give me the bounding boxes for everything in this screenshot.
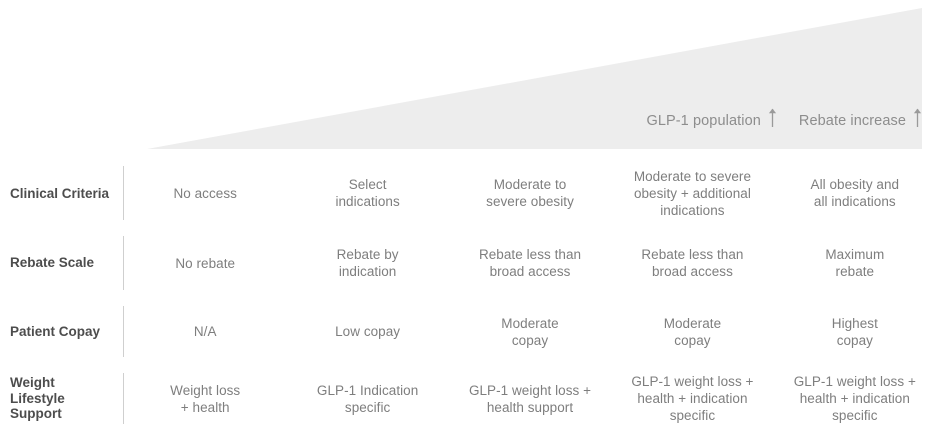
row-divider bbox=[123, 306, 124, 357]
row-cells: Weight loss + health GLP-1 Indication sp… bbox=[124, 365, 936, 432]
arrow-up-icon bbox=[768, 108, 777, 128]
table-cell: Moderate to severe obesity + additional … bbox=[633, 168, 752, 218]
table-cell: Highest copay bbox=[831, 315, 878, 348]
table-cell: GLP-1 Indication specific bbox=[316, 382, 419, 415]
row-label-text: Rebate Scale bbox=[10, 255, 95, 271]
legend-item-rebate-increase: Rebate increase bbox=[799, 105, 922, 129]
table-cell: GLP-1 weight loss + health + indication … bbox=[631, 374, 754, 423]
criteria-table: Clinical Criteria No access Select indic… bbox=[0, 158, 936, 432]
table-row: Rebate Scale No rebate Rebate by indicat… bbox=[0, 228, 936, 298]
legend-label-glp1-population: GLP-1 population bbox=[646, 113, 761, 129]
row-label-text: Weight Lifestyle Support bbox=[10, 375, 65, 422]
table-cell: GLP-1 weight loss + health + indication … bbox=[793, 374, 916, 423]
gradient-triangle-banner: GLP-1 population Rebate increase bbox=[0, 0, 936, 152]
table-cell: Low copay bbox=[335, 324, 401, 339]
row-label-rebate-scale: Rebate Scale bbox=[0, 228, 112, 298]
row-label-text: Patient Copay bbox=[10, 323, 101, 339]
table-cell: No access bbox=[173, 185, 237, 201]
row-divider bbox=[123, 236, 124, 290]
row-cells: No access Select indications Moderate to… bbox=[124, 158, 936, 228]
row-label-text: Clinical Criteria bbox=[10, 186, 110, 202]
row-label-patient-copay: Patient Copay bbox=[0, 298, 112, 365]
legend-item-glp1-population: GLP-1 population bbox=[646, 105, 777, 129]
table-cell: Moderate copay bbox=[501, 315, 559, 348]
table-row: Patient Copay N/A Low copay Moderate cop… bbox=[0, 298, 936, 365]
table-cell: No rebate bbox=[175, 255, 236, 271]
row-cells: No rebate Rebate by indication Rebate le… bbox=[124, 228, 936, 298]
table-cell: Rebate less than broad access bbox=[641, 247, 744, 279]
row-label-clinical-criteria: Clinical Criteria bbox=[0, 158, 112, 228]
banner-legend: GLP-1 population Rebate increase bbox=[646, 105, 922, 129]
row-divider bbox=[123, 373, 124, 424]
triangle-shape bbox=[147, 8, 922, 149]
table-row: Weight Lifestyle Support Weight loss + h… bbox=[0, 365, 936, 432]
row-cells: N/A Low copay Moderate copay Moderate co… bbox=[124, 298, 936, 365]
table-cell: N/A bbox=[193, 324, 217, 339]
table-cell: Maximum rebate bbox=[825, 247, 885, 279]
table-cell: Rebate by indication bbox=[336, 247, 399, 279]
legend-label-rebate-increase: Rebate increase bbox=[798, 113, 906, 129]
table-cell: GLP-1 weight loss + health support bbox=[468, 382, 592, 415]
row-divider bbox=[123, 166, 124, 220]
table-cell: All obesity and all indications bbox=[810, 177, 900, 209]
table-cell: Rebate less than broad access bbox=[478, 247, 582, 279]
table-cell: Moderate to severe obesity bbox=[486, 177, 574, 209]
arrow-up-icon bbox=[913, 108, 922, 128]
table-row: Clinical Criteria No access Select indic… bbox=[0, 158, 936, 228]
table-cell: Weight loss + health bbox=[170, 382, 241, 415]
row-label-weight-lifestyle-support: Weight Lifestyle Support bbox=[0, 365, 112, 432]
table-cell: Select indications bbox=[335, 177, 400, 209]
table-cell: Moderate copay bbox=[663, 315, 722, 348]
